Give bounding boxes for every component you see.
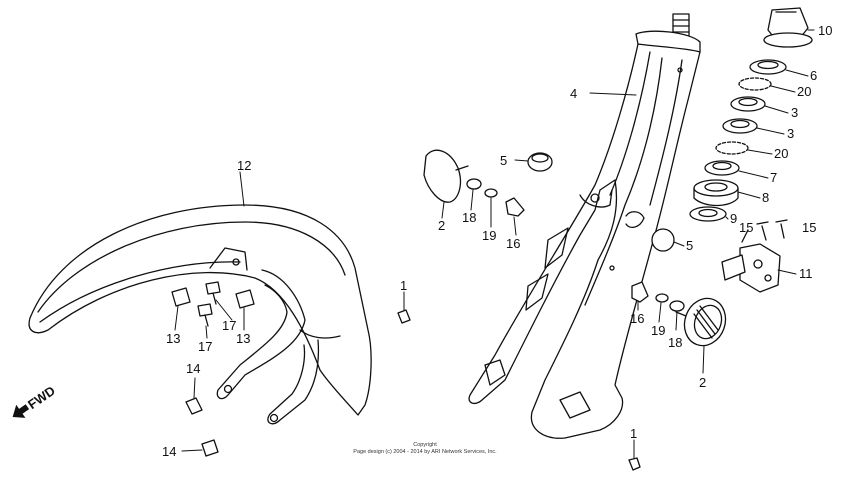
callout-6: 6 <box>810 68 817 83</box>
steering-stem-parts <box>689 7 813 222</box>
forward-direction-indicator: FWD <box>12 383 58 418</box>
callout-18-lower: 18 <box>668 335 682 350</box>
callout-5-lower: 5 <box>686 238 693 253</box>
callout-15-right: 15 <box>802 220 816 235</box>
callout-9: 9 <box>730 211 737 226</box>
callout-8: 8 <box>762 190 769 205</box>
callout-2-left: 2 <box>438 218 445 233</box>
washer-19-upper <box>484 188 498 198</box>
front-fender <box>28 204 372 425</box>
callout-13-left: 13 <box>166 331 180 346</box>
callout-14-upper: 14 <box>186 361 200 376</box>
clip-13-right <box>235 289 255 309</box>
cap-5-upper <box>527 152 553 172</box>
callout-17-right: 17 <box>222 318 236 333</box>
callout-18-upper: 18 <box>462 210 476 225</box>
callout-20-lower: 20 <box>774 146 788 161</box>
fwd-label: FWD <box>25 383 58 412</box>
front-fork <box>468 13 701 439</box>
callout-15-left: 15 <box>739 220 753 235</box>
callout-16-lower: 16 <box>630 311 644 326</box>
callout-20-upper: 20 <box>797 84 811 99</box>
callout-19-upper: 19 <box>482 228 496 243</box>
clip-13-left <box>171 287 191 307</box>
bracket-11 <box>721 229 781 293</box>
callout-4: 4 <box>570 86 577 101</box>
callout-12: 12 <box>237 158 251 173</box>
reflector-left <box>423 149 469 203</box>
copyright-line-2: Page design (c) 2004 - 2014 by ARI Netwo… <box>353 449 497 455</box>
reflector-right <box>675 297 727 347</box>
fwd-arrow-icon <box>12 404 30 418</box>
callout-13-right: 13 <box>236 331 250 346</box>
callout-11: 11 <box>799 266 813 281</box>
callout-1-upper: 1 <box>400 278 407 293</box>
callout-1-lower: 1 <box>630 426 637 441</box>
nut-14-lower <box>201 439 219 457</box>
callout-7: 7 <box>770 170 777 185</box>
callout-10: 10 <box>818 23 832 38</box>
copyright-line-1: Copyright <box>413 442 437 448</box>
nut-1-upper <box>397 309 411 324</box>
copyright-notice: Copyright Page design (c) 2004 - 2014 by… <box>300 442 550 456</box>
callout-3-lower: 3 <box>787 126 794 141</box>
nut-14-upper <box>185 397 203 415</box>
callout-17-left: 17 <box>198 339 212 354</box>
callout-3-upper: 3 <box>791 105 798 120</box>
callout-5-upper: 5 <box>500 153 507 168</box>
screws-15 <box>756 219 788 241</box>
nut-16-upper <box>505 197 525 217</box>
callout-19-lower: 19 <box>651 323 665 338</box>
nut-1-lower <box>628 457 641 471</box>
bolt-17-left <box>197 303 213 327</box>
callout-16-upper: 16 <box>506 236 520 251</box>
callout-2-right: 2 <box>699 375 706 390</box>
nut-16-lower <box>631 281 649 303</box>
bolt-17-right <box>205 281 221 305</box>
callout-14-lower: 14 <box>162 444 176 459</box>
washer-19-lower <box>655 293 669 303</box>
cap-5-lower <box>651 228 675 252</box>
washer-18-lower <box>669 300 685 312</box>
washer-18-upper <box>466 178 482 190</box>
